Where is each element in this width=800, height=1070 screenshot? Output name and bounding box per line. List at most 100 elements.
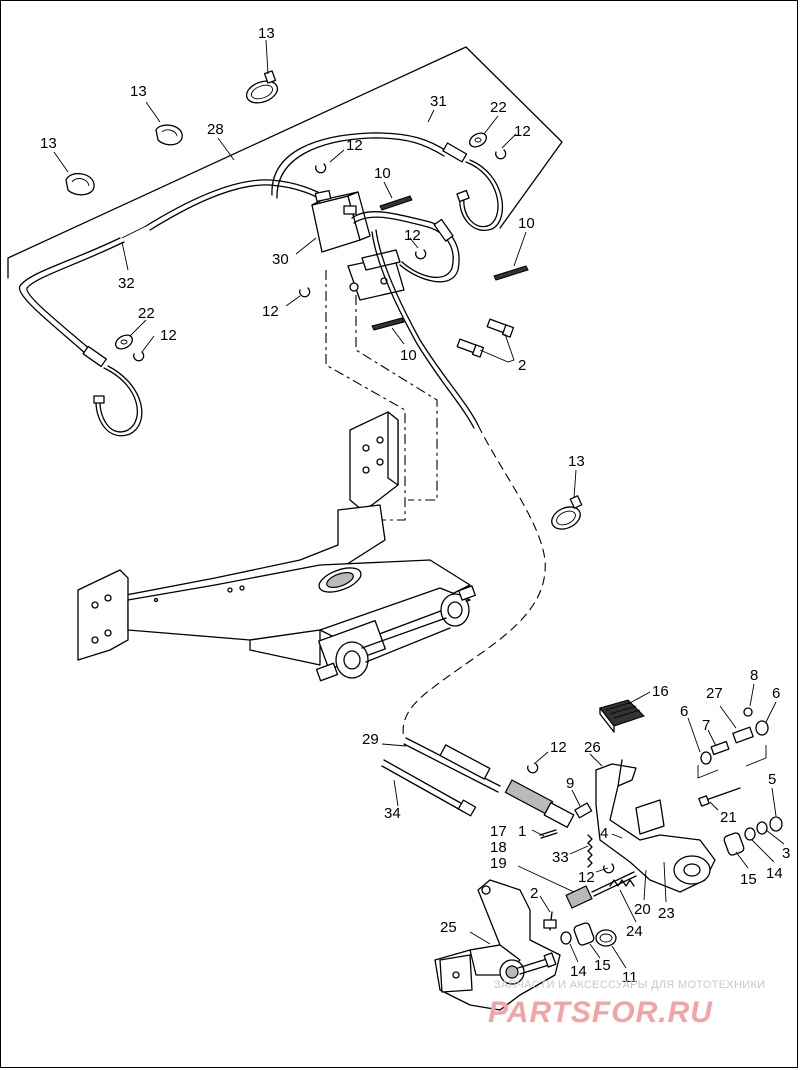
eye-rod-19 [565, 871, 637, 909]
cable-29 [403, 737, 575, 828]
cotter-pin-1 [539, 829, 558, 839]
cable-loop-center [351, 211, 479, 429]
callout-33: 33 [552, 849, 569, 866]
bushing-15-lower [573, 922, 595, 946]
pin-9 [574, 802, 593, 819]
washer-3 [756, 821, 768, 835]
clamp-13-top [245, 70, 279, 104]
callout-2: 2 [518, 357, 526, 374]
callout-19: 19 [490, 855, 507, 872]
upper-outline [7, 46, 563, 279]
callout-15: 15 [740, 871, 757, 888]
bolt-21 [698, 787, 741, 807]
callout-9: 9 [566, 775, 574, 792]
callout-14: 14 [570, 963, 587, 980]
callout-23: 23 [658, 905, 675, 922]
callout-1: 1 [518, 823, 526, 840]
callout-12: 12 [404, 227, 421, 244]
callout-22: 22 [490, 99, 507, 116]
callout-5: 5 [768, 771, 776, 788]
brake-pedal-26 [595, 699, 716, 893]
callout-6: 6 [772, 685, 780, 702]
spring-33 [587, 834, 593, 868]
bolt-2-lower [543, 911, 557, 931]
callout-8: 8 [750, 667, 758, 684]
callout-13: 13 [40, 135, 57, 152]
callout-34: 34 [384, 805, 401, 822]
clamp-13-left [65, 173, 95, 196]
clip-12-b [315, 163, 327, 174]
callout-12: 12 [262, 303, 279, 320]
washer-22-upper [468, 132, 488, 148]
leader-lines [53, 39, 785, 969]
watermark: ЗАПЧАСТИ И АКСЕССУАРЫ ДЛЯ МОТОТЕХНИКИ PA… [488, 979, 765, 1029]
callout-17: 17 [490, 823, 507, 840]
bushing-15-right [723, 832, 745, 856]
callout-12: 12 [550, 739, 567, 756]
callout-12: 12 [160, 327, 177, 344]
callout-10: 10 [374, 165, 391, 182]
washer-22-lower [114, 334, 134, 350]
clip-12-f [527, 763, 539, 774]
callout-18: 18 [490, 839, 507, 856]
bolts-2-upper [456, 318, 515, 358]
clip-12-e [133, 351, 145, 362]
callout-20: 20 [634, 901, 651, 918]
callout-24: 24 [626, 923, 643, 940]
pin-10-c [371, 317, 405, 331]
clip-12-d [299, 287, 311, 298]
cable-32 [18, 237, 143, 437]
clip-12-upper [495, 149, 507, 160]
callout-labels: 13 13 13 28 31 22 12 12 10 10 12 30 32 1… [40, 25, 790, 986]
callout-14: 14 [766, 865, 783, 882]
callout-32: 32 [118, 275, 135, 292]
callout-30: 30 [272, 251, 289, 268]
callout-4: 4 [600, 825, 608, 842]
clip-12-g [603, 863, 615, 874]
frame-mount [77, 411, 471, 666]
callout-16: 16 [652, 683, 669, 700]
assembly-dashed-lines [325, 270, 546, 739]
callout-12: 12 [346, 137, 363, 154]
swingarm-pivot [315, 585, 476, 682]
clip-12-c [415, 249, 427, 260]
callout-10: 10 [400, 347, 417, 364]
callout-13: 13 [568, 453, 585, 470]
callout-7: 7 [702, 717, 710, 734]
callout-26: 26 [584, 739, 601, 756]
callout-2: 2 [530, 885, 538, 902]
callout-21: 21 [720, 809, 737, 826]
cable-28 [121, 179, 331, 239]
callout-6: 6 [680, 703, 688, 720]
clamp-13-right [551, 495, 583, 530]
clamp-13-mid [155, 124, 183, 146]
pin-10-a [379, 195, 413, 211]
callout-3: 3 [782, 845, 790, 862]
cable-31 [271, 132, 504, 232]
clamp-11 [595, 929, 617, 947]
pin-10-b [493, 265, 529, 281]
washer-14-lower [560, 931, 572, 945]
watermark-brand: PARTSFOR.RU [488, 996, 713, 1029]
callout-10: 10 [518, 215, 535, 232]
callout-22: 22 [138, 305, 155, 322]
callout-12: 12 [514, 123, 531, 140]
watermark-tagline: ЗАПЧАСТИ И АКСЕССУАРЫ ДЛЯ МОТОТЕХНИКИ [494, 979, 765, 991]
callout-29: 29 [362, 731, 379, 748]
callout-27: 27 [706, 685, 723, 702]
nut-5 [769, 816, 783, 832]
callout-13: 13 [258, 25, 275, 42]
callout-25: 25 [440, 919, 457, 936]
bracket-27-group [697, 707, 769, 779]
callout-12: 12 [578, 869, 595, 886]
callout-28: 28 [207, 121, 224, 138]
callout-15: 15 [594, 957, 611, 974]
callout-11: 11 [622, 969, 638, 986]
mount-bracket-25 [434, 879, 561, 1011]
rod-34 [381, 759, 477, 817]
callout-31: 31 [430, 93, 447, 110]
washer-14-right [744, 827, 756, 841]
callout-13: 13 [130, 83, 147, 100]
